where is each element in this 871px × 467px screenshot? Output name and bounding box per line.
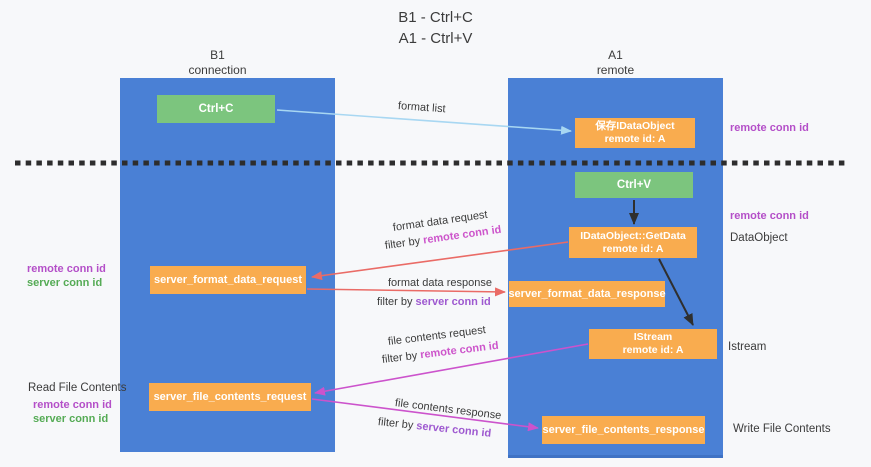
istream-line2: remote id: A bbox=[622, 344, 684, 356]
remote-conn-id-text: remote conn id bbox=[33, 399, 112, 411]
file-request-label: server_file_contents_request bbox=[153, 391, 307, 403]
format-response-filter-label: filter by server conn id bbox=[377, 296, 491, 308]
remote-conn-id-text: remote conn id bbox=[419, 339, 500, 362]
getdata-line2: remote id: A bbox=[602, 242, 664, 255]
istream-annotation: Istream bbox=[728, 341, 767, 353]
file-response-label: server_file_contents_response bbox=[542, 424, 705, 436]
left-conn-id-annotation-bottom: remote conn id server conn id bbox=[33, 398, 112, 426]
format-data-response-label: format data response bbox=[388, 277, 492, 289]
lane-a1-role: remote bbox=[596, 63, 635, 77]
read-file-contents-annotation: Read File Contents bbox=[28, 382, 127, 394]
title-line-1: B1 - Ctrl+C bbox=[398, 9, 473, 26]
lane-header-b1: B1 connection bbox=[110, 48, 325, 78]
server-conn-id-text: server conn id bbox=[415, 420, 492, 440]
server-format-data-response-box: server_format_data_response bbox=[508, 281, 666, 307]
ctrl-v-box: Ctrl+V bbox=[575, 172, 693, 198]
lane-b1-name: B1 bbox=[210, 48, 225, 62]
server-conn-id-text: server conn id bbox=[33, 413, 109, 425]
server-file-contents-request-box: server_file_contents_request bbox=[149, 383, 311, 411]
filter-by-text: filter by bbox=[377, 296, 413, 308]
server-file-contents-response-box: server_file_contents_response bbox=[542, 416, 705, 444]
filter-by-text: filter by bbox=[381, 349, 418, 366]
remote-conn-id-annotation-top: remote conn id bbox=[730, 122, 809, 134]
ctrl-c-label: Ctrl+C bbox=[198, 103, 234, 115]
remote-conn-id-annotation-mid: remote conn id bbox=[730, 210, 809, 222]
dataobject-annotation: DataObject bbox=[730, 232, 788, 244]
lane-a1-name: A1 bbox=[608, 48, 623, 62]
left-conn-id-annotation: remote conn id server conn id bbox=[27, 262, 106, 290]
format-request-label: server_format_data_request bbox=[154, 274, 302, 286]
server-conn-id-text: server conn id bbox=[27, 277, 103, 289]
remote-conn-id-text: remote conn id bbox=[27, 263, 106, 275]
filter-by-text: filter by bbox=[377, 416, 414, 432]
title-line-2: A1 - Ctrl+V bbox=[398, 30, 473, 47]
format-list-label: format list bbox=[397, 100, 446, 116]
save-idataobject-line2: remote id: A bbox=[604, 133, 666, 145]
file-response-filter-label: filter by server conn id bbox=[377, 416, 491, 440]
diagram-title: B1 - Ctrl+C A1 - Ctrl+V bbox=[0, 7, 871, 49]
ctrl-c-box: Ctrl+C bbox=[157, 95, 275, 123]
lane-b1-role: connection bbox=[188, 63, 247, 77]
idataobject-getdata-box: IDataObject::GetData remote id: A bbox=[569, 227, 697, 258]
write-file-contents-annotation: Write File Contents bbox=[733, 423, 831, 435]
lane-header-a1: A1 remote bbox=[508, 48, 723, 78]
file-contents-response-label: file contents response bbox=[394, 397, 502, 422]
filter-by-text: filter by bbox=[384, 235, 421, 252]
ctrl-v-label: Ctrl+V bbox=[616, 179, 652, 191]
format-data-response-arrow bbox=[306, 287, 506, 297]
getdata-line1: IDataObject::GetData bbox=[580, 229, 686, 242]
format-response-label: server_format_data_response bbox=[508, 288, 666, 300]
server-conn-id-text: server conn id bbox=[415, 296, 491, 308]
save-idataobject-box: 保存IDataObject remote id: A bbox=[575, 118, 695, 148]
server-format-data-request-box: server_format_data_request bbox=[150, 266, 306, 294]
istream-line1: IStream bbox=[633, 331, 673, 343]
save-idataobject-line1: 保存IDataObject bbox=[595, 120, 675, 132]
istream-box: IStream remote id: A bbox=[589, 329, 717, 359]
